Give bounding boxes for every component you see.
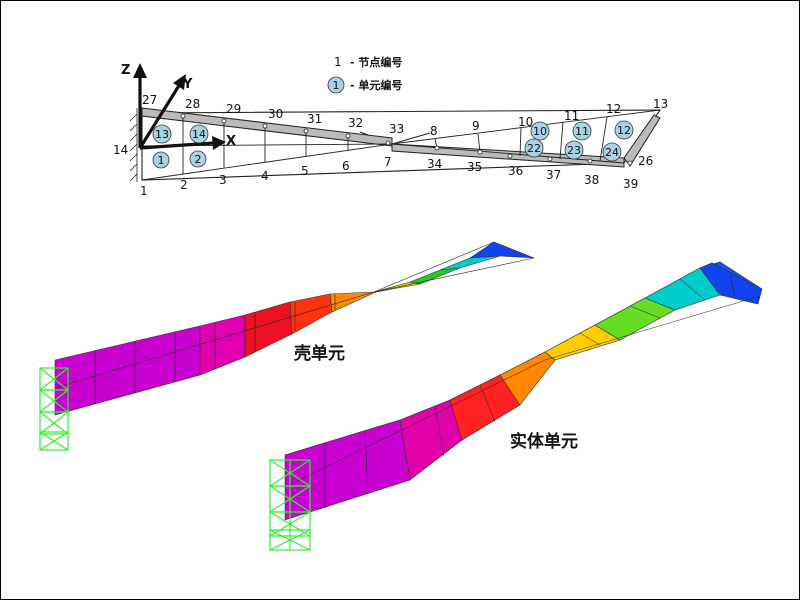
solid-mesh-lines (284, 274, 761, 508)
node-label: 32 (348, 116, 363, 130)
node-labels-bottom: 1 2 3 4 5 6 7 34 35 36 37 38 39 (140, 155, 638, 198)
node-points (180, 113, 633, 166)
node-label: 30 (268, 107, 283, 121)
svg-text:23: 23 (567, 144, 581, 157)
node-label: 2 (180, 178, 188, 192)
svg-text:1: 1 (158, 154, 165, 167)
solid-element-caption: 实体单元 (510, 431, 578, 452)
fixed-support-hatch (129, 108, 138, 182)
shell-contour-bands (54, 241, 535, 416)
svg-text:22: 22 (527, 142, 541, 155)
axis-y-label: Y (182, 77, 193, 92)
legend-element-text: - 单元编号 (350, 78, 402, 92)
node-label: 37 (546, 168, 561, 182)
node-label: 29 (226, 102, 241, 116)
node-label: 4 (261, 169, 269, 183)
node-label-right-edge: 26 (638, 154, 653, 168)
node-label: 38 (584, 173, 599, 187)
element-circle: 14 (189, 124, 209, 144)
element-circle: 2 (189, 150, 207, 168)
legend-element-marker: 1 (333, 79, 340, 92)
node-label: 1 (140, 184, 148, 198)
svg-text:14: 14 (192, 128, 206, 141)
node-label: 36 (508, 164, 523, 178)
element-circle: 23 (564, 140, 584, 160)
svg-text:12: 12 (617, 124, 631, 137)
element-circle: 10 (530, 121, 550, 141)
legend-node-text: - 节点编号 (350, 55, 402, 69)
mesh-diagram: Z Y X 1 - 节点编号 1 - 单元编号 1 2 3 4 5 6 7 34… (113, 55, 668, 198)
node-label: 9 (472, 119, 480, 133)
node-label: 39 (623, 177, 638, 191)
solid-front-faces (284, 262, 763, 521)
element-circle: 12 (614, 120, 634, 140)
node-label: 28 (185, 97, 200, 111)
shell-element-model: 壳单元 (39, 241, 535, 451)
element-circle: 13 (152, 124, 172, 144)
element-circle: 24 (602, 142, 622, 162)
svg-text:11: 11 (575, 125, 589, 138)
node-label-left-edge: 14 (113, 143, 128, 157)
solid-element-model: 实体单元 (269, 261, 763, 551)
node-label: 13 (653, 97, 668, 111)
svg-text:10: 10 (533, 125, 547, 138)
legend: 1 - 节点编号 1 - 单元编号 (327, 55, 402, 94)
element-circle: 11 (572, 121, 592, 141)
node-label: 6 (342, 159, 350, 173)
element-labels: 1 2 13 14 10 11 (152, 120, 634, 169)
solid-support-boxes (269, 459, 311, 551)
shell-support-boxes (39, 367, 69, 451)
node-label: 10 (518, 115, 533, 129)
node-label: 12 (606, 102, 621, 116)
node-label: 33 (389, 122, 404, 136)
node-label: 8 (430, 124, 438, 138)
svg-text:24: 24 (605, 146, 619, 159)
element-circle: 1 (152, 151, 170, 169)
element-circle: 22 (524, 138, 544, 158)
node-label: 5 (301, 164, 309, 178)
node-label: 34 (427, 157, 442, 171)
svg-text:2: 2 (195, 153, 202, 166)
node-label: 7 (384, 155, 392, 169)
node-label: 35 (467, 160, 482, 174)
shell-element-caption: 壳单元 (293, 343, 345, 364)
coordinate-axes: Z Y X (121, 63, 236, 150)
axis-z-label: Z (121, 63, 130, 78)
node-label: 11 (564, 109, 579, 123)
node-label: 31 (307, 112, 322, 126)
axis-x-label: X (226, 134, 236, 149)
legend-node-marker: 1 (334, 55, 342, 69)
legend-element-circle (327, 76, 345, 94)
node-label: 27 (142, 93, 157, 107)
node-label: 3 (219, 173, 227, 187)
node-labels-top: 27 28 29 30 31 32 33 8 9 10 11 12 13 (142, 93, 668, 138)
svg-text:13: 13 (155, 128, 169, 141)
shell-mesh-lines (54, 241, 535, 404)
